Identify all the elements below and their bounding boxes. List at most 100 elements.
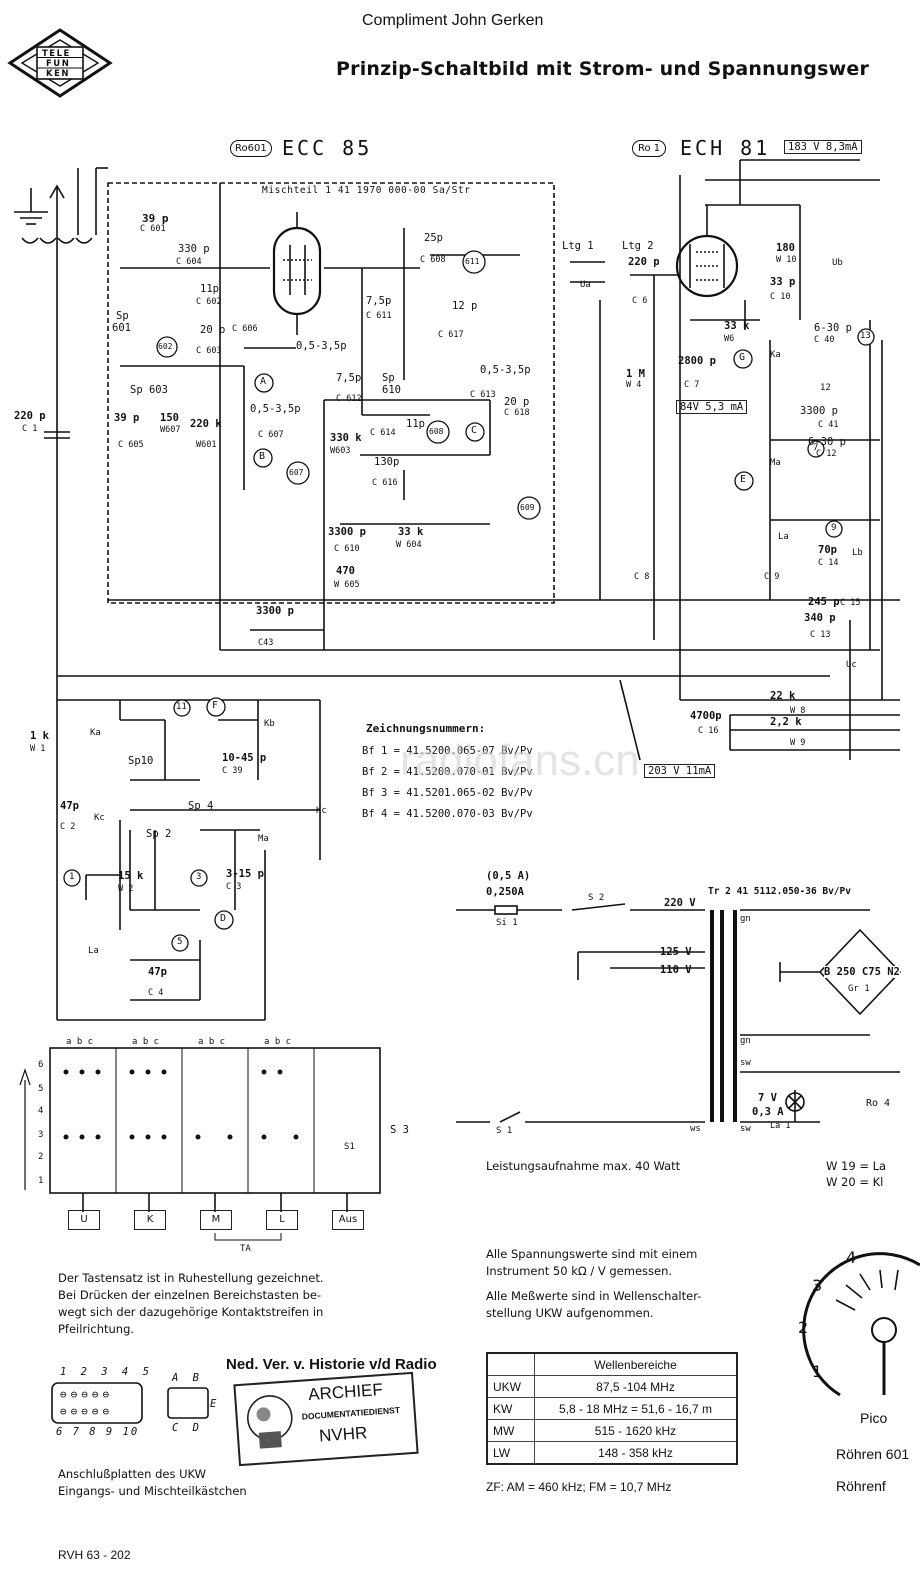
c610-ref: C 610 [334, 544, 360, 554]
radio-tower-icon [246, 1395, 293, 1449]
rectifier-bridge [779, 928, 902, 1016]
c6-value: 220 p [628, 256, 660, 268]
circle-13: 13 [860, 331, 871, 341]
circle-b: B [259, 451, 266, 462]
c608-ref: C 608 [420, 255, 446, 265]
w603-value: 330 k [330, 432, 362, 444]
connector-pins-top: ⊖⊖⊖⊖⊖ [60, 1388, 114, 1401]
c607-ref: C 607 [258, 430, 284, 440]
w605-value: 470 [336, 565, 355, 577]
switch-ma: Ma [258, 834, 269, 844]
c601-value: 39 p [142, 212, 169, 225]
w607-ref: W607 [160, 425, 181, 435]
w8-value: 22 k [770, 690, 796, 702]
note-right: stellung UKW aufgenommen. [486, 1306, 654, 1320]
key-button-aus: Aus [332, 1210, 364, 1230]
c617-ref: C 617 [438, 330, 464, 340]
key-button-k: K [134, 1210, 166, 1230]
c618-value: 20 p [504, 396, 530, 408]
band-range: 515 - 1620 kHz [534, 1419, 738, 1442]
band-range: 5,8 - 18 MHz = 51,6 - 16,7 m [534, 1397, 738, 1420]
switch-s1: S 1 [496, 1126, 513, 1136]
pin-number-3: 3 [812, 1276, 823, 1295]
wave-band-heading: Wellenbereiche [534, 1352, 738, 1376]
c7-ref: C 7 [684, 380, 700, 390]
sp610-label-1: Sp [382, 372, 395, 384]
label-la-right: La [778, 532, 789, 542]
key-button-u: U [68, 1210, 100, 1230]
tube-ref-right: Ro 1 [632, 140, 667, 157]
logo-text-2: FUN [46, 59, 71, 69]
connector-plate-ab [167, 1387, 209, 1419]
note-left: wegt sich der dazugehörige Kontaktstreif… [58, 1305, 324, 1319]
pin-number-2: 2 [798, 1318, 809, 1337]
c12-value: 6-30 p [808, 436, 846, 448]
switch-kc-right: Kc [316, 806, 327, 816]
credit-line: Compliment John Gerken [362, 12, 544, 29]
c14-value: 70p [818, 544, 837, 556]
w604-ref: W 604 [396, 540, 422, 550]
wiring [57, 159, 900, 761]
mischteil-box [107, 182, 555, 604]
c3-value: 3-15 p [226, 868, 264, 880]
c605-value: 39 p [114, 412, 140, 424]
band-range: 87,5 -104 MHz [534, 1375, 738, 1398]
winding-gn-top: gn [740, 914, 751, 924]
key-row-label: 3 [38, 1130, 44, 1140]
fuse-current-alt: (0,5 A) [486, 870, 531, 882]
key-row-label: 1 [38, 1176, 44, 1186]
key-button-l: L [266, 1210, 298, 1230]
page-title: Prinzip-Schaltbild mit Strom- und Spannu… [336, 58, 870, 80]
antenna-symbol [14, 167, 108, 700]
pico-label: Pico [860, 1410, 888, 1426]
c604-value: 330 p [178, 243, 210, 255]
lamp-voltage: 7 V [758, 1092, 777, 1104]
band-name: LW [486, 1441, 535, 1465]
tube-name-left: ECC 85 [282, 136, 373, 160]
tube-name-right: ECH 81 [680, 136, 771, 160]
w4-value: 1 M [626, 368, 645, 380]
key-button-m: M [200, 1210, 232, 1230]
c4-ref: C 4 [148, 988, 164, 998]
c602-ref: C 602 [196, 297, 222, 307]
circle-3: 3 [196, 872, 202, 882]
c16-ref: C 16 [698, 726, 719, 736]
circle-609: 609 [520, 503, 535, 512]
c2-value: 47p [60, 800, 79, 812]
connector-pins-bottom: ⊖⊖⊖⊖⊖ [60, 1405, 114, 1418]
circle-1: 1 [69, 872, 75, 882]
c604-ref: C 604 [176, 257, 202, 267]
connector-e: E [210, 1398, 217, 1410]
w603-ref: W603 [330, 446, 351, 456]
c39-value: 10-45 p [222, 752, 267, 764]
switch-la: La [88, 946, 99, 956]
circle-608: 608 [429, 427, 444, 436]
c41-value: 3300 p [800, 405, 838, 417]
c613-ref: C 613 [470, 390, 496, 400]
c16-value: 4700p [690, 710, 722, 722]
w601-ref: W601 [196, 440, 217, 450]
label-12: 12 [820, 383, 831, 393]
c617-value: 12 p [452, 300, 478, 312]
c611-value: 7,5p [366, 295, 392, 307]
c611-ref: C 611 [366, 311, 392, 321]
winding-ws: ws [690, 1124, 701, 1134]
v203-reading: 203 V 11mA [644, 764, 716, 778]
sp10-label: Sp10 [128, 755, 154, 767]
w20-note: W 20 = Kl [826, 1175, 884, 1189]
ech81-tube-symbol [675, 205, 739, 298]
c39-ref: C 39 [222, 766, 243, 776]
sp2-label: Sp 2 [146, 828, 172, 840]
c614-ref: C 614 [370, 428, 396, 438]
c1-ref: C 1 [22, 424, 38, 434]
c610-value: 3300 p [328, 526, 366, 538]
c2-ref: C 2 [60, 822, 76, 832]
c43-ref: C43 [258, 638, 274, 648]
c603-value: 20 p [200, 324, 226, 336]
pico-line-3: Röhrenf [836, 1478, 886, 1494]
band-name: KW [486, 1397, 535, 1420]
label-ub: Ub [832, 258, 843, 268]
circle-9: 9 [831, 523, 837, 533]
c4-value: 47p [148, 966, 167, 978]
